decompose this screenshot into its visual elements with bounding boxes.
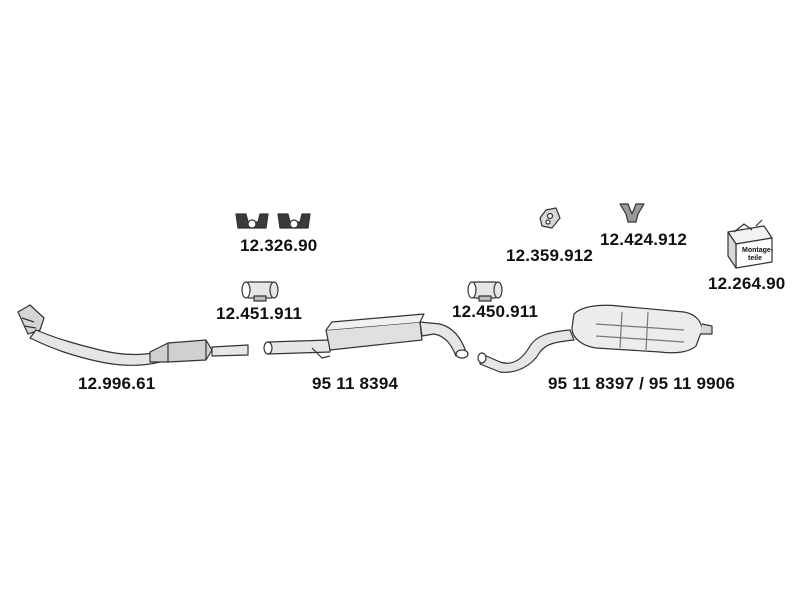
clamp-front-part <box>241 281 279 302</box>
label-clamp-rear: 12.450.911 <box>452 302 539 321</box>
rear-silencer-part <box>477 304 713 373</box>
label-bracket: 12.359.912 <box>506 246 594 265</box>
label-fitting-kit: 12.264.90 <box>708 274 786 293</box>
rubber-mounts-part <box>235 213 311 229</box>
label-rear-silencer: 95 11 8397 / 95 11 9906 <box>548 374 736 393</box>
fitting-kit-bag-text-1: Montage- <box>742 247 774 254</box>
label-clamp-front: 12.451.911 <box>216 304 303 323</box>
downpipe-catalyst-part <box>17 304 249 366</box>
label-rubber-mounts: 12.326.90 <box>240 236 318 255</box>
label-middle-silencer: 95 11 8394 <box>312 374 399 393</box>
bracket-part <box>539 207 561 229</box>
fitting-kit-bag-text-2: teile <box>748 255 762 262</box>
middle-silencer-part <box>263 313 469 359</box>
fitting-kit-part: Montage- teile <box>727 219 774 269</box>
label-downpipe-catalyst: 12.996.61 <box>78 374 156 393</box>
clamp-rear-part <box>467 281 503 302</box>
label-hanger: 12.424.912 <box>600 230 688 249</box>
hanger-part <box>619 203 645 223</box>
